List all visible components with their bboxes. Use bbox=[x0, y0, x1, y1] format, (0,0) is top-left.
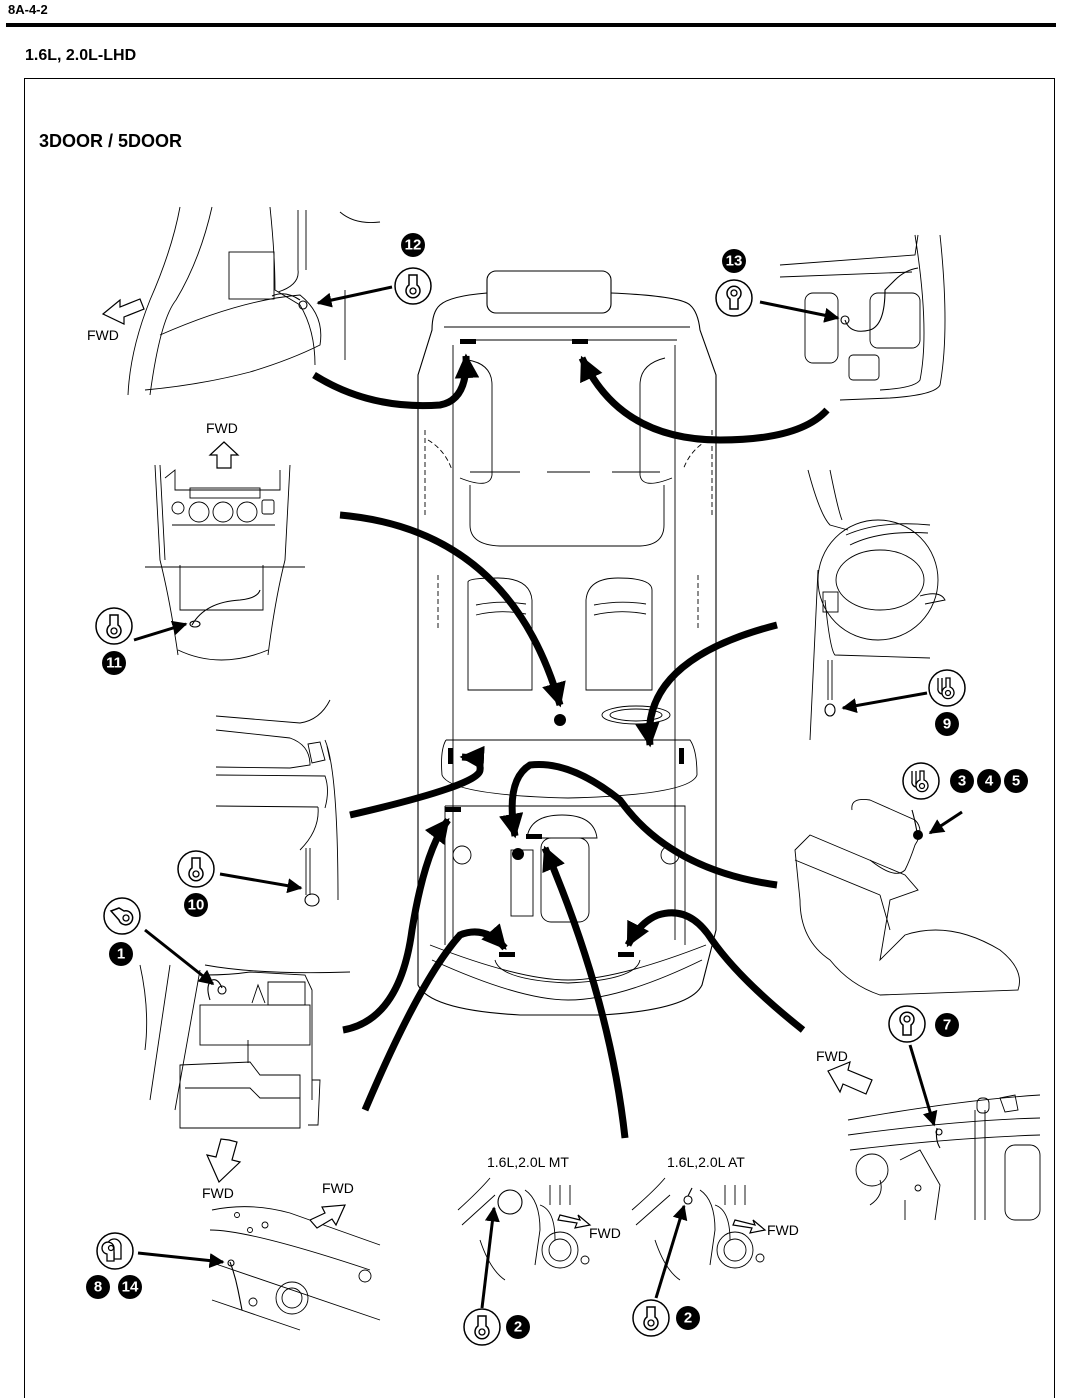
page-id: 8A-4-2 bbox=[8, 2, 48, 17]
badge-number: 8 bbox=[94, 1279, 102, 1296]
leader-12 bbox=[312, 353, 480, 410]
section-title: 1.6L, 2.0L-LHD bbox=[25, 47, 137, 64]
leader-9 bbox=[635, 621, 778, 748]
fwd-label: FWD bbox=[87, 327, 119, 343]
badge-number: 5 bbox=[1012, 773, 1020, 790]
detail-engine-bay-right bbox=[847, 1044, 1041, 1221]
leader-13 bbox=[578, 355, 830, 444]
fwd-label: FWD bbox=[589, 1225, 621, 1241]
ground-terminal-double-icon bbox=[96, 1232, 134, 1270]
ground-terminal-angled-icon bbox=[103, 897, 141, 935]
fwd-arrow-battery bbox=[205, 1138, 242, 1184]
mt-variant-label: 1.6L,2.0L MT bbox=[487, 1154, 569, 1170]
fwd-label: FWD bbox=[322, 1180, 354, 1196]
detail-instrument-panel bbox=[215, 699, 339, 907]
badge-number: 9 bbox=[943, 716, 951, 733]
detail-transmission-at bbox=[631, 1177, 767, 1299]
callout-7: 7 bbox=[888, 1005, 959, 1043]
leader-2 bbox=[541, 845, 629, 1139]
callout-9: 9 bbox=[928, 669, 966, 736]
variant-title: 3DOOR / 5DOOR bbox=[39, 131, 183, 151]
badge-number: 12 bbox=[405, 237, 422, 254]
leader-11 bbox=[339, 511, 566, 708]
ground-terminal-icon bbox=[394, 267, 432, 305]
leader-814 bbox=[361, 923, 508, 1112]
leader-7 bbox=[624, 909, 806, 1033]
badge-number: 3 bbox=[958, 773, 966, 790]
callout-11: 11 bbox=[95, 607, 133, 675]
badge-number: 11 bbox=[106, 655, 122, 672]
detail-transmission-mt bbox=[457, 1177, 592, 1309]
at-variant-label: 1.6L,2.0L AT bbox=[667, 1154, 745, 1170]
fwd-label: FWD bbox=[202, 1185, 234, 1201]
detail-center-console bbox=[133, 464, 305, 661]
callout-2-mt: 2 bbox=[463, 1308, 530, 1346]
fwd-arrow-headlamp bbox=[309, 1204, 346, 1229]
harness-leaders bbox=[312, 353, 830, 1139]
ground-terminal-triple-icon bbox=[902, 762, 940, 800]
callout-2-at: 2 bbox=[632, 1299, 700, 1337]
fwd-label: FWD bbox=[767, 1222, 799, 1238]
fwd-arrow-console bbox=[208, 441, 240, 469]
detail-headlamp bbox=[137, 1206, 381, 1331]
badge-number: 7 bbox=[943, 1017, 951, 1034]
header-rule bbox=[6, 23, 1056, 27]
ground-terminal-icon bbox=[177, 850, 215, 888]
ground-terminal-triple-icon bbox=[928, 669, 966, 707]
vehicle-ground-markers bbox=[445, 339, 684, 957]
fwd-arrow-rear-left bbox=[101, 298, 145, 325]
detail-steering-column bbox=[807, 469, 946, 741]
callout-13: 13 bbox=[715, 249, 753, 317]
callout-12: 12 bbox=[394, 233, 432, 305]
badge-number: 1 bbox=[117, 946, 125, 963]
ground-terminal-inverted-icon bbox=[888, 1005, 926, 1043]
leader-345 bbox=[499, 760, 778, 889]
ground-terminal-icon bbox=[95, 607, 133, 645]
ground-terminal-inverted-icon bbox=[715, 279, 753, 317]
leader-1 bbox=[342, 817, 451, 1034]
badge-number: 14 bbox=[122, 1279, 139, 1296]
fwd-label: FWD bbox=[206, 420, 238, 436]
fwd-arrow-engine-bay bbox=[827, 1060, 873, 1095]
callout-1: 1 bbox=[103, 897, 141, 966]
ground-terminal-icon bbox=[463, 1308, 501, 1346]
detail-rear-quarter-left bbox=[127, 206, 393, 396]
badge-number: 13 bbox=[726, 253, 743, 270]
callout-345: 3 4 5 bbox=[902, 762, 1028, 800]
detail-engine bbox=[794, 799, 1020, 996]
fwd-label: FWD bbox=[816, 1048, 848, 1064]
callout-10: 10 bbox=[177, 850, 215, 917]
badge-number: 2 bbox=[684, 1310, 692, 1327]
leader-10 bbox=[349, 745, 485, 819]
badge-number: 10 bbox=[188, 897, 205, 914]
detail-rear-quarter-right bbox=[759, 234, 946, 401]
badge-number: 2 bbox=[514, 1319, 522, 1336]
ground-terminal-icon bbox=[632, 1299, 670, 1337]
badge-number: 4 bbox=[985, 773, 994, 790]
detail-battery bbox=[139, 928, 351, 1129]
diagram-frame bbox=[24, 78, 1055, 1398]
callout-814: 8 14 bbox=[86, 1232, 142, 1299]
